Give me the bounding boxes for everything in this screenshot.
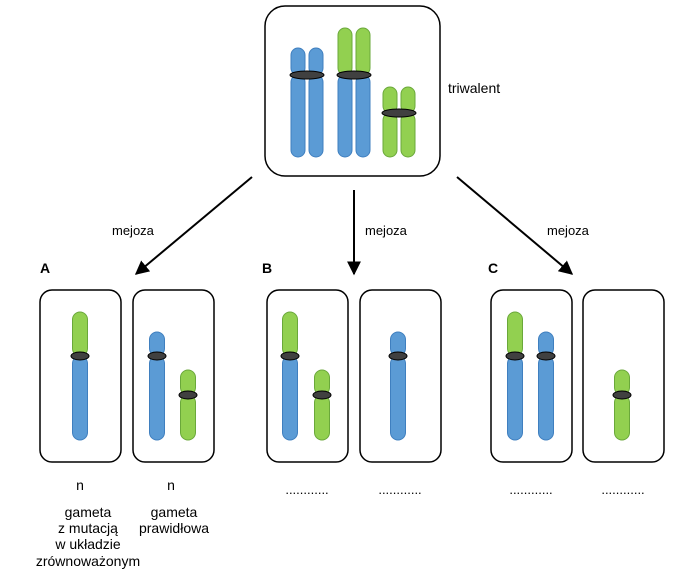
trivalent-green-chromosome [381,86,417,158]
b1-fusion-chromosome-centromere [280,351,300,361]
trivalent-blue-chromosome-chromatid1-bottom-arm [290,74,306,158]
trivalent-fusion-chromosome [336,27,372,158]
arrow-center-label: mejoza [365,223,408,238]
c2-green-chromosome-bottom-arm [614,394,630,441]
c2-blank: ............ [601,482,644,497]
trivalent-fusion-chromosome-chromatid2-bottom-arm [355,74,371,158]
gamete-box-c1 [490,289,573,463]
arrow-right-label: mejoza [547,223,590,238]
a1-fusion-chromosome [70,311,90,441]
arrow-left [134,176,253,275]
b1-blank: ............ [285,482,328,497]
a1-caption-line3: w układzie [54,536,121,552]
b1-green-chromosome-bottom-arm [314,394,330,441]
b1-green-chromosome-centromere [312,390,332,400]
b1-fusion-chromosome-top-arm [282,311,298,357]
c1-fusion-chromosome-bottom-arm [507,355,523,441]
arrow-right [456,176,574,275]
a1-fusion-chromosome-bottom-arm [72,355,88,441]
trivalent-green-chromosome-chromatid2-bottom-arm [400,112,416,158]
group-b-letter: B [262,260,272,276]
trivalent-chromosomes [289,27,417,158]
trivalent-fusion-chromosome-chromatid1-top-arm [337,27,353,76]
trivalent-fusion-chromosome-chromatid2-top-arm [355,27,371,76]
c1-fusion-chromosome [505,311,525,441]
gamete-chromosomes [70,311,632,441]
a1-fusion-chromosome-centromere [70,351,90,361]
a1-caption-line2: z mutacją [58,520,118,536]
trivalent-blue-chromosome-centromere [289,70,325,80]
gamete-box-a2 [132,289,215,463]
a2-ploidy: n [167,477,175,493]
c1-blue-chromosome-bottom-arm [538,355,554,441]
trivalent-label: triwalent [448,80,500,96]
c1-fusion-chromosome-centromere [505,351,525,361]
b2-blank: ............ [378,482,421,497]
a2-green-chromosome [178,369,198,441]
c2-green-chromosome-centromere [612,390,632,400]
a1-ploidy: n [76,477,84,493]
group-a-letter: A [40,260,50,276]
c1-blue-chromosome-centromere [536,351,556,361]
trivalent-panel [264,5,441,177]
c1-blue-chromosome [536,331,556,441]
b1-fusion-chromosome [280,311,300,441]
trivalent-fusion-chromosome-chromatid1-bottom-arm [337,74,353,158]
trivalent-fusion-chromosome-centromere [336,70,372,80]
trivalent-green-chromosome-chromatid1-bottom-arm [382,112,398,158]
a2-green-chromosome-centromere [178,390,198,400]
b2-blue-chromosome-centromere [388,351,408,361]
a2-blue-chromosome-centromere [147,351,167,361]
c1-fusion-chromosome-top-arm [507,311,523,357]
trivalent-blue-chromosome-chromatid2-bottom-arm [308,74,324,158]
b1-fusion-chromosome-bottom-arm [282,355,298,441]
a2-caption-line2: prawidłowa [139,520,209,536]
c2-green-chromosome [612,369,632,441]
b2-blue-chromosome-bottom-arm [390,355,406,441]
a2-caption-line1: gameta [151,504,198,520]
a1-caption-line1: gameta [65,504,112,520]
arrow-left-label: mejoza [112,223,155,238]
trivalent-green-chromosome-centromere [381,108,417,118]
a2-green-chromosome-bottom-arm [180,394,196,441]
c1-blank: ............ [509,482,552,497]
trivalent-blue-chromosome [289,47,325,158]
b1-green-chromosome [312,369,332,441]
a1-fusion-chromosome-top-arm [72,311,88,357]
group-c-letter: C [488,260,498,276]
a2-blue-chromosome-bottom-arm [149,355,165,441]
a1-caption-line4: zrównoważonym [36,553,140,569]
gamete-box-b1 [266,289,349,463]
b2-blue-chromosome [388,331,408,441]
a2-blue-chromosome [147,331,167,441]
